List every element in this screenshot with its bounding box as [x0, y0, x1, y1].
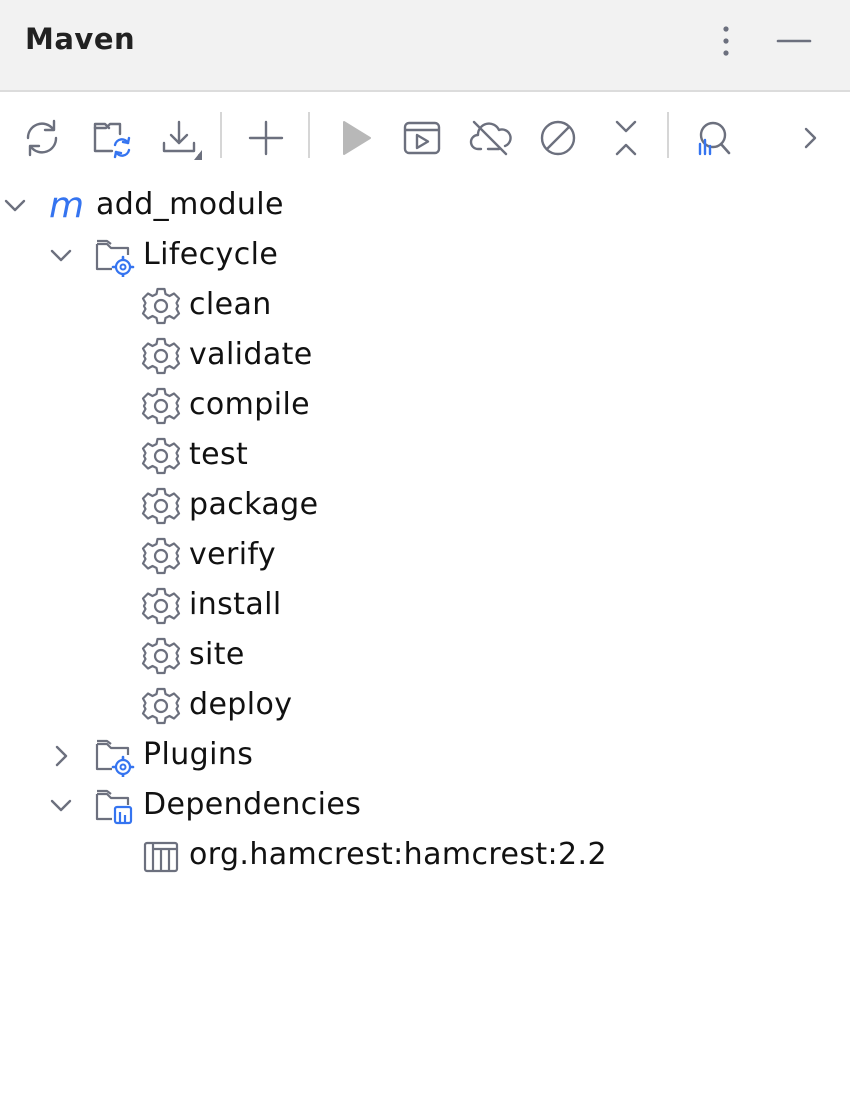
tree-node-goal[interactable]: validate	[0, 331, 850, 381]
project-label: add_module	[96, 187, 284, 222]
toolbar-separator	[308, 112, 310, 158]
gear-icon	[141, 487, 181, 525]
add-maven-project-button[interactable]	[242, 114, 290, 162]
gear-icon	[141, 337, 181, 375]
folder-sync-icon	[93, 122, 131, 159]
gear-icon	[141, 287, 181, 325]
tree-node-plugins[interactable]: Plugins	[0, 731, 850, 781]
chevron-down-icon[interactable]	[46, 241, 76, 271]
goal-label: deploy	[189, 687, 293, 722]
gear-icon	[141, 387, 181, 425]
chevron-down-icon[interactable]	[46, 791, 76, 821]
tool-window-title: Maven	[25, 22, 136, 56]
toggle-offline-mode-button[interactable]	[466, 114, 514, 162]
lifecycle-label: Lifecycle	[143, 237, 279, 272]
gear-icon	[141, 637, 181, 675]
goal-label: clean	[189, 287, 272, 322]
tree-node-goal[interactable]: install	[0, 581, 850, 631]
skip-tests-icon	[540, 120, 576, 156]
download-sources-button[interactable]	[156, 114, 204, 162]
goal-label: verify	[189, 537, 277, 572]
tree-node-goal[interactable]: deploy	[0, 681, 850, 731]
folder-settings-icon	[95, 239, 135, 277]
chevron-right-icon[interactable]	[46, 741, 76, 771]
tree-node-goal[interactable]: verify	[0, 531, 850, 581]
goal-label: validate	[189, 337, 313, 372]
folder-library-icon	[95, 789, 133, 825]
tree-node-goal[interactable]: site	[0, 631, 850, 681]
tool-window-header: Maven	[0, 0, 850, 92]
library-icon	[143, 841, 179, 873]
gear-icon	[141, 687, 181, 725]
maven-toolbar	[0, 92, 850, 180]
toolbar-separator	[220, 112, 222, 158]
toolbar-separator	[667, 112, 669, 158]
analyze-dependencies-icon	[698, 121, 731, 156]
minimize-button[interactable]	[772, 22, 816, 62]
goal-label: test	[189, 437, 249, 472]
chevron-down-icon[interactable]	[0, 191, 30, 221]
goal-label: site	[189, 637, 245, 672]
svg-text:m: m	[49, 185, 84, 226]
collapse-all-button[interactable]	[602, 114, 650, 162]
run-icon	[343, 121, 371, 155]
goal-label: compile	[189, 387, 311, 422]
chevron-right-icon	[804, 127, 817, 149]
run-config-icon	[403, 121, 441, 155]
tree-node-goal[interactable]: compile	[0, 381, 850, 431]
plugins-label: Plugins	[143, 737, 254, 772]
gear-icon	[141, 587, 181, 625]
minimize-icon	[776, 39, 812, 43]
tree-node-project[interactable]: m add_module	[0, 181, 850, 231]
dependency-label: org.hamcrest:hamcrest:2.2	[189, 837, 607, 872]
tree-node-goal[interactable]: test	[0, 431, 850, 481]
gear-icon	[141, 437, 181, 475]
run-maven-build-button[interactable]	[332, 114, 380, 162]
tree-node-goal[interactable]: package	[0, 481, 850, 531]
download-icon	[162, 120, 202, 160]
dependencies-label: Dependencies	[143, 787, 362, 822]
reload-icon	[26, 119, 58, 157]
collapse-all-icon	[615, 120, 637, 156]
offline-icon	[469, 120, 512, 156]
reimport-folder-button[interactable]	[88, 114, 136, 162]
execute-maven-goal-button[interactable]	[398, 114, 446, 162]
toolbar-overflow-button[interactable]	[786, 114, 834, 162]
analyze-dependencies-button[interactable]	[688, 114, 736, 162]
add-icon	[248, 120, 284, 156]
tree-node-dependency[interactable]: org.hamcrest:hamcrest:2.2	[0, 831, 850, 881]
toggle-skip-tests-button[interactable]	[534, 114, 582, 162]
folder-settings-icon	[95, 739, 135, 777]
gear-icon	[141, 537, 181, 575]
reload-all-projects-button[interactable]	[18, 114, 66, 162]
more-options-button[interactable]	[704, 22, 748, 62]
goal-label: package	[189, 487, 319, 522]
more-vertical-icon	[723, 26, 729, 56]
tree-node-dependencies[interactable]: Dependencies	[0, 781, 850, 831]
tree-node-goal[interactable]: clean	[0, 281, 850, 331]
tree-node-lifecycle[interactable]: Lifecycle	[0, 231, 850, 281]
goal-label: install	[189, 587, 282, 622]
maven-project-icon: m	[49, 185, 84, 226]
